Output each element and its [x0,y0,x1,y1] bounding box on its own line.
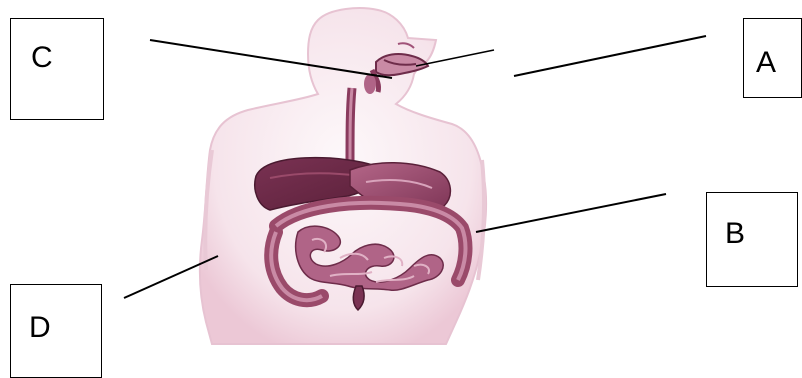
esophagus [350,88,352,170]
label-c-text: C [31,43,53,73]
label-box-c: C [10,18,104,120]
label-d-text: D [29,313,51,343]
leader-line-b [476,194,666,232]
label-box-a: A [743,18,802,98]
label-box-d: D [10,284,102,378]
label-a-text: A [756,48,776,78]
label-b-text: B [725,219,745,249]
leader-line-a [514,36,706,76]
label-box-b: B [706,192,798,287]
